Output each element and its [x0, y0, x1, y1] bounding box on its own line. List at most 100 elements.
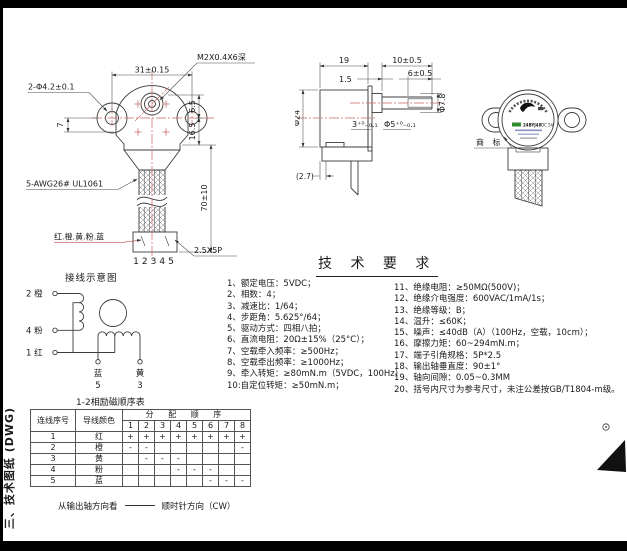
wire-colors-text: 红.橙.黄.粉.蓝 — [54, 232, 104, 242]
requirement-item: 4、步距角：5.625°/64； — [227, 312, 326, 323]
terminal-2-label: 2 橙 — [26, 289, 43, 300]
terminal-3-color-label: 黄 — [136, 368, 145, 379]
seq-cell — [170, 442, 187, 454]
wire-no-cell: 2 — [30, 442, 76, 454]
front-dim-texts: 31±0.15 M2X0.4X6深 2-Φ4.2±0.1 7 6.5 16.5 … — [26, 53, 246, 267]
wire-spec-text: 5-AWG26# UL1061 — [26, 180, 103, 189]
screw-position-crosses — [134, 100, 170, 136]
corner-marks — [597, 423, 626, 472]
dim-width-text: 31±0.15 — [135, 66, 170, 75]
label-model-text: 24BYJ48 — [523, 123, 542, 128]
sequence-table-title: 1-2相励磁顺序表 — [76, 398, 145, 408]
terminal-3-node — [137, 359, 143, 365]
wire-color-cell: 红 — [75, 431, 123, 443]
step-header: 7 — [218, 420, 235, 432]
label-line-1 — [515, 129, 542, 132]
terminal-5-color-label: 蓝 — [94, 368, 103, 379]
seq-cell — [234, 464, 251, 476]
body-dia-ext — [299, 89, 318, 148]
dim-wire-length-text: 70±10 — [200, 184, 209, 211]
step-header: 4 — [170, 420, 187, 432]
table-row: 5 蓝 - - - — [30, 475, 251, 487]
trademark-leader — [474, 137, 513, 149]
requirement-item: 6、直流电阻：20Ω±15%（25°C）； — [227, 335, 369, 346]
seq-cell: - — [170, 453, 187, 465]
col-header-wire-no: 连线序号 — [30, 409, 76, 432]
diagonal-centerline — [134, 86, 170, 122]
step-header: 1 — [122, 420, 139, 432]
dim-body-length-text: 19 — [339, 56, 349, 65]
offset-ext-lines — [64, 117, 114, 133]
coil-b — [97, 331, 141, 337]
side-dimensions — [299, 62, 442, 181]
requirement-item: 17、端子引角规格：5P*2.5 — [394, 350, 502, 361]
seq-cell — [170, 475, 187, 487]
requirement-item: 16、摩擦力矩：60~294mN.m； — [394, 339, 525, 350]
black-triangle-mark — [597, 440, 626, 472]
holes-leader — [28, 92, 107, 112]
requirement-item: 15、噪声：≤40dB（A）（100Hz，空载，10cm）； — [394, 328, 593, 339]
terminal-1-node — [52, 349, 58, 356]
seq-cell — [154, 475, 171, 487]
sequence-table: 连线序号 导线颜色 分 配 顺 序 1 2 3 4 5 6 7 8 1 红 + … — [30, 409, 251, 487]
footer-dash-line — [124, 505, 155, 506]
sheet-side-label: 三、技术图纸 (DWG) — [3, 406, 16, 530]
seq-cell — [186, 442, 203, 454]
logo-green-mark — [512, 122, 521, 127]
center-tap-a — [72, 302, 79, 353]
dim-screw-text: M2X0.4X6深 — [197, 53, 246, 62]
label-view-drawing: 24BYJ48 DC 5V 商 标 — [474, 89, 587, 207]
side-connector-tab — [350, 161, 359, 196]
brand-logo-icon — [520, 102, 535, 112]
step-header: 2 — [138, 420, 155, 432]
step-header: 6 — [202, 420, 219, 432]
trademark-callout: 商 标 — [474, 137, 513, 149]
small-circle-mark — [602, 423, 610, 431]
terminal-3-num-label: 3 — [137, 381, 142, 391]
requirement-item: 20、括号内尺寸为参考尺寸，未注公差按GB/T1804-m级。 — [394, 384, 620, 395]
seq-cell: + — [234, 431, 251, 443]
seq-cell: - — [202, 464, 219, 476]
label-content: 24BYJ48 DC 5V — [508, 99, 554, 139]
sequence-footer: 从输出轴方向看顺时针方向（CW） — [58, 500, 235, 512]
bottom-border — [0, 541, 627, 551]
right-ext-lines — [168, 94, 216, 253]
rotor-circle — [99, 299, 127, 327]
requirement-item: 12、绝缘介电强度：600VAC/1mA/1s； — [394, 294, 550, 305]
seq-cell — [202, 442, 219, 454]
seq-cell — [218, 453, 235, 465]
dim-shaft-dia-text: Φ5⁺⁰₋₀.₁ — [384, 120, 416, 129]
wiring-lines — [52, 290, 143, 365]
seq-cell: + — [186, 431, 203, 443]
wire-no-cell: 4 — [30, 464, 76, 476]
requirement-item: 18、输出轴垂直度：90±1° — [394, 362, 501, 373]
table-row: 1 红 + + + + + + + + — [30, 431, 251, 443]
col-header-wire-color: 导线颜色 — [75, 409, 123, 432]
connector-spec-text: 2.5X5P — [194, 246, 222, 255]
seq-cell — [186, 475, 203, 487]
logo-side-mark — [538, 107, 543, 111]
ref-dim — [312, 161, 334, 180]
dim-boss-dia-text: Φ7.8 — [438, 93, 447, 112]
top-border — [0, 0, 627, 8]
seq-cell — [218, 442, 235, 454]
terminal-5-node — [95, 359, 101, 365]
table-row: 2 橙 - - - — [30, 442, 251, 454]
label-motor-outline — [481, 89, 587, 207]
side-outline — [319, 85, 433, 196]
seq-cell: - — [202, 475, 219, 487]
wire-color-cell: 蓝 — [75, 475, 123, 487]
terminal-1-label: 1 红 — [26, 348, 43, 359]
seq-cell: + — [154, 431, 171, 443]
seq-cell: - — [154, 453, 171, 465]
table-row: 3 黄 - - - — [30, 453, 251, 465]
seq-cell — [122, 464, 139, 476]
wire-no-cell: 1 — [30, 431, 76, 443]
requirement-item: 13、绝缘等级：B； — [394, 305, 471, 316]
dim-flat-text: 3⁺⁰₋₀.₁ — [352, 120, 378, 129]
wire-color-cell: 粉 — [75, 464, 123, 476]
requirements-left-column: 1、额定电压：5VDC； 2、相数：4； 3、减速比：1/64； 4、步距角：5… — [227, 279, 403, 392]
front-dimensions — [26, 62, 255, 257]
wire-spec-leader — [26, 179, 137, 190]
